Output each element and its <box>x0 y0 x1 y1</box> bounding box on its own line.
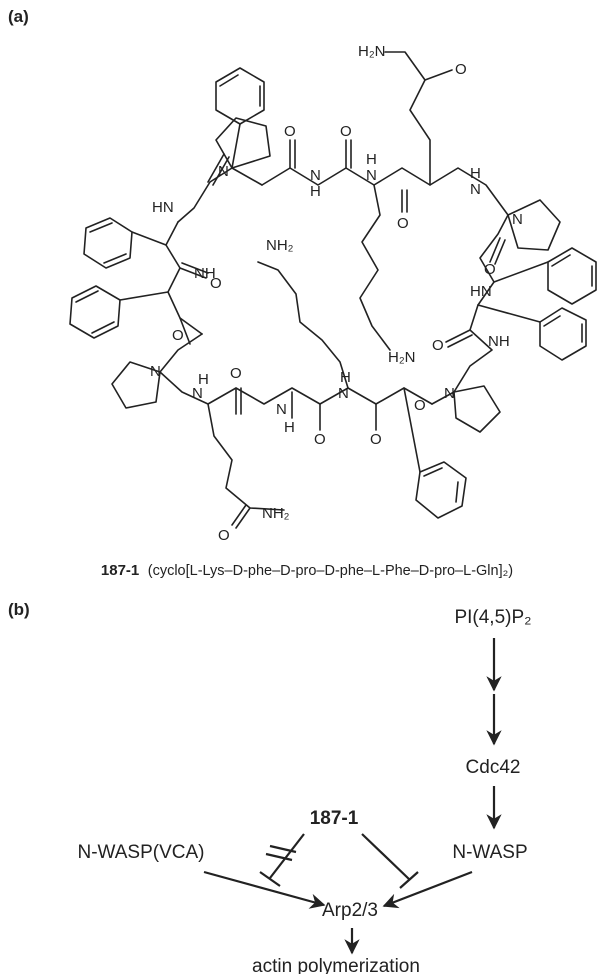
node-nwasp: N-WASP <box>452 842 527 863</box>
svg-text:O: O <box>432 337 444 354</box>
pro-ring-top-left <box>215 117 271 169</box>
svg-text:O: O <box>284 123 296 140</box>
svg-text:N: N <box>470 181 481 198</box>
svg-text:O: O <box>370 431 382 448</box>
lys-sidechain-center <box>359 184 391 351</box>
atom-labels: H₂N O O O N N H N H O N H N O HN O NH NH… <box>150 43 523 544</box>
phe-ring-bottom <box>403 387 467 519</box>
svg-text:N: N <box>444 385 455 402</box>
svg-text:N: N <box>150 363 161 380</box>
panel-a-label: (a) <box>8 7 29 26</box>
svg-text:N: N <box>310 167 321 184</box>
svg-text:HN: HN <box>152 199 174 216</box>
svg-text:NH: NH <box>488 333 510 350</box>
phe-ring-right-1 <box>493 247 597 305</box>
svg-text:O: O <box>230 365 242 382</box>
compound-caption: 187-1 (cyclo[L-Lys–D-phe–D-pro–D-phe–L-P… <box>101 562 513 579</box>
phe-ring-left-2 <box>69 285 169 339</box>
svg-text:O: O <box>455 61 467 78</box>
peptide-structure: H₂N O O O N N H N H O N H N O HN O NH NH… <box>69 43 597 544</box>
svg-text:N: N <box>192 385 203 402</box>
node-inhibitor-187-1: 187-1 <box>310 808 359 829</box>
pro-ring-bottom-right <box>453 385 501 433</box>
svg-text:NH₂: NH₂ <box>262 505 290 522</box>
signaling-pathway: PI(4,5)P₂ Cdc42 187-1 N-WASP(VCA) N-WASP… <box>77 607 531 974</box>
svg-text:O: O <box>340 123 352 140</box>
svg-text:H: H <box>340 369 351 386</box>
svg-text:O: O <box>314 431 326 448</box>
svg-text:N: N <box>218 163 229 180</box>
svg-text:N: N <box>338 385 349 402</box>
node-cdc42: Cdc42 <box>466 757 521 778</box>
arrow-nwasp-to-arp23 <box>382 870 473 909</box>
node-pip2: PI(4,5)P₂ <box>454 607 531 628</box>
svg-text:N: N <box>366 167 377 184</box>
svg-text:N: N <box>276 401 287 418</box>
phe-ring-top-left <box>215 67 265 169</box>
svg-text:HN: HN <box>470 283 492 300</box>
blocked-inhibition-vca <box>259 833 305 887</box>
svg-text:H₂N: H₂N <box>358 43 386 60</box>
svg-text:NH: NH <box>194 265 216 282</box>
compound-description: (cyclo[L-Lys–D-phe–D-pro–D-phe–L-Phe–D-p… <box>148 563 513 579</box>
inhibition-arp23 <box>361 833 419 889</box>
svg-text:O: O <box>218 527 230 544</box>
panel-b-label: (b) <box>8 600 30 619</box>
arrow-vca-to-arp23 <box>203 870 326 909</box>
svg-text:H: H <box>198 371 209 388</box>
svg-text:H: H <box>310 183 321 200</box>
svg-text:N: N <box>512 211 523 228</box>
phe-ring-right-2 <box>477 304 587 361</box>
compound-id: 187-1 <box>101 562 139 579</box>
pro-ring-top-right <box>507 199 561 251</box>
svg-text:O: O <box>397 215 409 232</box>
svg-text:O: O <box>210 275 222 292</box>
node-actin-polymerization: actin polymerization <box>252 956 420 974</box>
node-nwasp-vca: N-WASP(VCA) <box>77 842 204 863</box>
svg-text:H: H <box>366 151 377 168</box>
lys-sidechain-lower <box>257 261 349 389</box>
node-arp23: Arp2/3 <box>322 900 378 921</box>
gln-sidechain-bottom <box>207 403 285 511</box>
svg-text:NH₂: NH₂ <box>266 237 294 254</box>
gln-sidechain-top <box>384 51 431 186</box>
pro-ring-bottom-left <box>111 361 161 409</box>
svg-text:H: H <box>470 165 481 182</box>
svg-text:O: O <box>484 261 496 278</box>
svg-text:H: H <box>284 419 295 436</box>
phe-ring-left-1 <box>83 217 167 269</box>
carbonyl-bonds <box>179 139 506 431</box>
svg-text:O: O <box>414 397 426 414</box>
svg-text:O: O <box>172 327 184 344</box>
svg-text:H₂N: H₂N <box>388 349 416 366</box>
